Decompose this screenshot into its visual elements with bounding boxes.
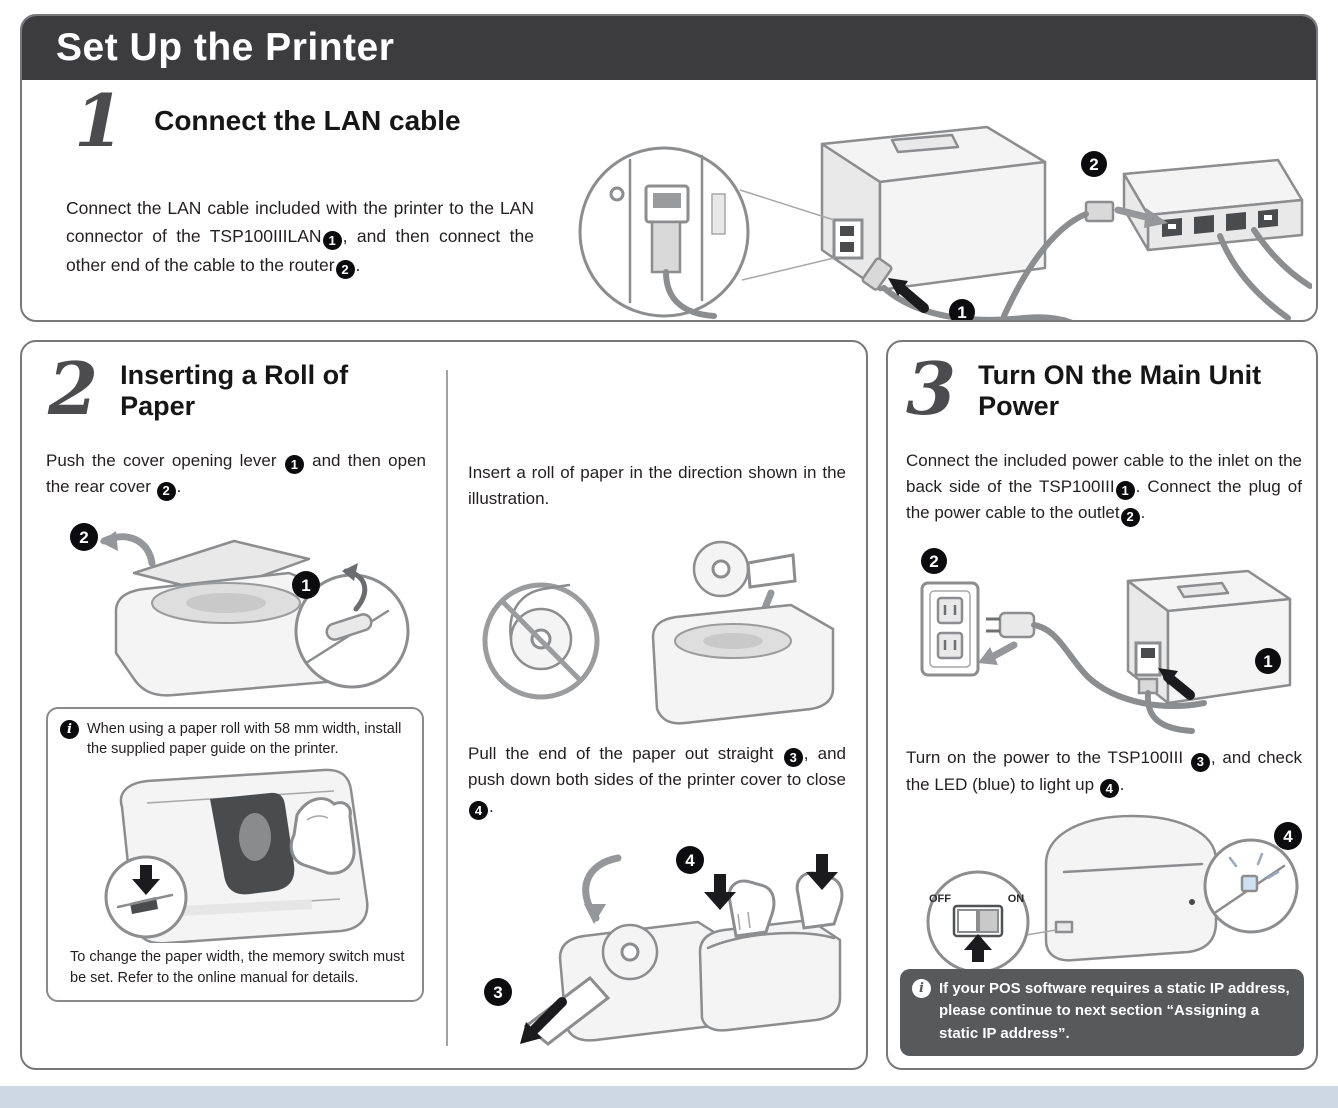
marker-4-text: 4	[1283, 827, 1293, 846]
step2-paragraph-3: Pull the end of the paper out straight 3…	[468, 741, 846, 821]
router-drawing	[1001, 158, 1312, 320]
switch-off-label: OFF	[929, 893, 951, 905]
marker-3-icon: 3	[783, 748, 803, 768]
marker-2-badge: 2	[921, 548, 947, 574]
printer-rear-drawing	[820, 125, 1047, 292]
marker-2-icon: 2	[335, 259, 355, 279]
marker-1-badge: 1	[949, 299, 975, 322]
step3-number: 3	[906, 346, 957, 431]
illustration-lan-connection: 1	[578, 125, 1312, 322]
marker-2-badge: 2	[1081, 151, 1107, 177]
step2-number: 2	[48, 346, 99, 431]
marker-3-icon: 3	[1190, 752, 1210, 772]
marker-2-badge: 2	[70, 522, 98, 551]
hands-closing-drawing	[698, 854, 844, 1032]
switch-magnifier: OFF ON	[926, 870, 1030, 974]
outlet-drawing	[920, 581, 980, 677]
step1-section: 1 Connect the LAN cable Connect the LAN …	[22, 78, 1316, 322]
page-title: Set Up the Printer	[56, 26, 395, 69]
illustration-power-connect: 2	[920, 548, 1292, 734]
info-icon: i	[912, 978, 931, 998]
illustration-open-cover: 2	[70, 522, 410, 697]
paper-width-note: i When using a paper roll with 58 mm wid…	[46, 706, 424, 1003]
marker-4-badge: 4	[676, 846, 704, 875]
step2-paragraph-2: Insert a roll of paper in the direction …	[468, 463, 846, 509]
static-ip-note-text: If your POS software requires a static I…	[939, 979, 1290, 1042]
step3-paragraph-1: Connect the included power cable to the …	[906, 448, 1302, 527]
lever-magnifier	[294, 562, 410, 689]
step2-title: Inserting a Roll of Paper	[120, 360, 349, 421]
led-magnifier	[1203, 838, 1299, 934]
marker-4-icon: 4	[1099, 779, 1119, 799]
step3-title: Turn ON the Main Unit Power	[978, 360, 1262, 421]
paper-guide-part	[210, 793, 295, 895]
static-ip-note: i If your POS software requires a static…	[900, 968, 1304, 1056]
step1-paragraph: Connect the LAN cable included with the …	[66, 194, 534, 279]
step1-header: 1 Connect the LAN cable	[74, 78, 1316, 163]
marker-1-text: 1	[301, 576, 310, 595]
illustration-power-on: OFF ON 3 4	[926, 814, 1302, 999]
step2-paragraph-1: Push the cover opening lever 1 and then …	[46, 448, 426, 501]
printer-open-drawing	[651, 603, 835, 725]
wrong-direction-symbol	[482, 582, 600, 700]
marker-2-text: 2	[1089, 155, 1098, 174]
printer-rear-drawing	[1126, 569, 1292, 734]
hand-drawing	[289, 797, 356, 875]
info-icon: i	[60, 719, 79, 739]
marker-4-badge: 4	[1274, 822, 1302, 851]
footer-strip	[0, 1086, 1338, 1108]
paper-roll-drawing	[692, 540, 797, 597]
marker-4-icon: 4	[469, 801, 488, 821]
marker-1-icon: 1	[284, 455, 304, 475]
marker-1-icon: 1	[1115, 481, 1135, 501]
page-title-bar: Set Up the Printer	[22, 16, 1316, 80]
power-plug-drawing	[978, 611, 1207, 709]
step2-column-1: 2 Inserting a Roll of Paper Push the cov…	[22, 342, 446, 1068]
lan-cable-into-printer	[861, 257, 1073, 320]
step1-title: Connect the LAN cable	[154, 104, 461, 136]
marker-2-icon: 2	[1120, 508, 1140, 527]
marker-3-text: 3	[493, 983, 502, 1002]
illustration-paper-guide	[104, 768, 369, 944]
printer-front-drawing	[1019, 814, 1218, 962]
section-step3: 3 Turn ON the Main Unit Power Connect th…	[886, 340, 1318, 1070]
marker-3-badge: 3	[484, 978, 512, 1007]
lan-port-magnifier	[578, 146, 835, 319]
note-text: When using a paper roll with 58 mm width…	[87, 720, 402, 757]
marker-1-badge: 1	[1255, 648, 1281, 674]
section-step2: 2 Inserting a Roll of Paper Push the cov…	[20, 340, 868, 1070]
router-ports	[1162, 209, 1278, 237]
column-divider	[446, 370, 448, 1046]
step1-number: 1	[74, 78, 125, 163]
step3-header: 3 Turn ON the Main Unit Power	[906, 346, 1302, 431]
marker-1-text: 1	[957, 303, 966, 322]
step3-paragraph-2: Turn on the power to the TSP100III 3, an…	[906, 745, 1302, 799]
marker-2-text: 2	[79, 528, 88, 547]
step2-header: 2 Inserting a Roll of Paper	[48, 346, 426, 431]
illustration-pull-close: 3 4	[484, 846, 844, 1047]
marker-1-text: 1	[1263, 652, 1272, 671]
step2-column-2: Insert a roll of paper in the direction …	[446, 342, 866, 1068]
marker-4-text: 4	[685, 851, 695, 870]
marker-2-text: 2	[929, 552, 938, 571]
switch-on-label: ON	[1008, 893, 1025, 905]
section-setup: Set Up the Printer 1 Connect the LAN cab…	[20, 14, 1318, 322]
marker-1-badge: 1	[292, 570, 320, 599]
marker-1-icon: 1	[322, 231, 342, 251]
marker-2-icon: 2	[156, 481, 176, 501]
slot-magnifier	[104, 855, 188, 939]
note-footer: To change the paper width, the memory sw…	[70, 949, 405, 986]
illustration-insert-roll	[482, 540, 835, 725]
